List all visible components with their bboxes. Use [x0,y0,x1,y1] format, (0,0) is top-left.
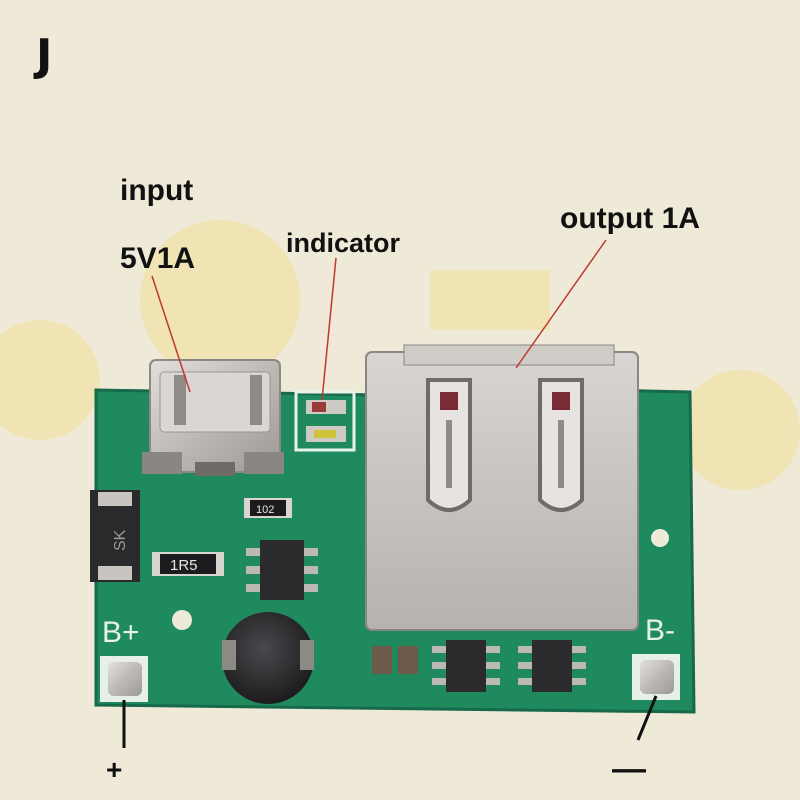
corner-letter: J [36,30,53,81]
pointer-input [151,275,191,393]
indicator-leds [294,390,356,452]
resistor-1r5: 1R5 [152,552,224,576]
pad-b-minus [632,654,680,700]
protection-ic-right [518,640,586,692]
schottky-diode: SK [90,490,140,582]
controller-ic [246,540,318,600]
capacitors [372,646,418,674]
pad-positive-silkscreen: B+ [102,616,140,649]
micro-usb-input-connector [142,359,284,476]
diode-marking: SK [112,529,129,551]
usb-a-output-connector [365,344,639,631]
background-print [0,220,800,490]
positive-wire-label: + [106,754,123,785]
pad-b-plus [100,656,148,702]
pointer-output [515,239,607,369]
protection-ic-left [432,640,500,692]
pointer-indicator [321,257,337,401]
negative-wire-label: — [612,750,646,788]
output-label: output 1A [560,202,700,235]
resistor-102-marking: 102 [256,504,274,516]
indicator-label: indicator [286,228,401,258]
power-inductor [222,612,314,704]
mounting-hole [172,610,192,630]
input-label: input [120,174,194,207]
pointer-lines [151,239,607,401]
resistor-1r5-marking: 1R5 [170,557,198,574]
pad-negative-silkscreen: B- [645,614,675,647]
input-rating-label: 5V1A [120,242,196,275]
resistor-102: 102 [244,498,292,518]
mounting-hole [651,529,669,547]
negative-wire [636,695,658,741]
